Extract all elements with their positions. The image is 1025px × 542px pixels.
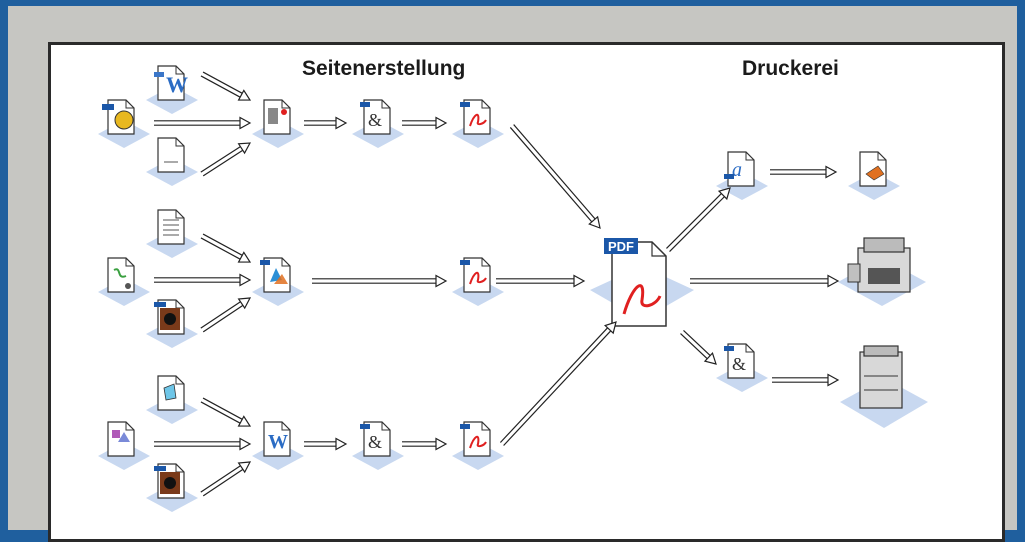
double-arrow — [496, 274, 586, 288]
double-arrow — [304, 116, 348, 130]
svg-text:&: & — [368, 110, 382, 130]
laser-printer-icon — [840, 345, 928, 428]
double-arrow — [772, 373, 840, 387]
double-arrow — [509, 124, 601, 229]
layout-document-icon — [252, 99, 304, 148]
text-document-icon — [146, 137, 198, 186]
photo-image-icon — [146, 463, 198, 512]
double-arrow — [304, 437, 348, 451]
double-arrow — [200, 297, 252, 333]
svg-text:W: W — [166, 72, 188, 97]
pdf-document-icon — [452, 421, 504, 470]
double-arrow — [154, 437, 252, 451]
double-arrow — [312, 274, 448, 288]
double-arrow — [200, 233, 252, 263]
workflow-diagram: W & — [98, 65, 928, 512]
central-pdf-icon: PDF — [590, 238, 694, 327]
double-arrow — [402, 437, 448, 451]
proof-document-icon — [848, 151, 900, 200]
svg-text:&: & — [732, 354, 746, 374]
svg-text:a: a — [732, 159, 742, 181]
double-arrow — [154, 273, 252, 287]
double-arrow — [402, 116, 448, 130]
double-arrow — [200, 142, 252, 177]
eps-document-icon: & — [352, 421, 404, 470]
double-arrow — [770, 165, 838, 179]
tiff-image-icon — [146, 299, 198, 348]
double-arrow — [690, 274, 840, 288]
double-arrow — [200, 461, 252, 497]
photo-document-icon — [98, 99, 150, 148]
double-arrow — [666, 187, 731, 252]
spreadsheet-document-icon — [146, 209, 198, 258]
pdf-document-icon — [452, 257, 504, 306]
word-document-icon: W — [146, 65, 198, 114]
arrows — [154, 71, 840, 497]
double-arrow — [200, 397, 252, 427]
double-arrow — [680, 329, 717, 365]
vector-graphic-icon — [98, 257, 150, 306]
printing-press-icon — [838, 237, 926, 306]
eps-document-icon: & — [716, 343, 768, 392]
illustration-document-icon — [252, 257, 304, 306]
heading-print-shop: Druckerei — [742, 57, 839, 80]
pdf-tag-label: PDF — [608, 239, 634, 254]
svg-text:W: W — [268, 431, 288, 453]
double-arrow — [499, 321, 617, 446]
diagram-document-icon — [98, 421, 150, 470]
eps-document-icon: & — [352, 99, 404, 148]
svg-text:&: & — [368, 432, 382, 452]
double-arrow — [154, 116, 252, 130]
double-arrow — [200, 71, 252, 101]
postscript-document-icon: a — [716, 151, 768, 200]
pdf-document-icon — [452, 99, 504, 148]
heading-page-creation: Seitenerstellung — [302, 57, 466, 80]
word-document-icon: W — [252, 421, 304, 470]
image-document-icon — [146, 375, 198, 424]
